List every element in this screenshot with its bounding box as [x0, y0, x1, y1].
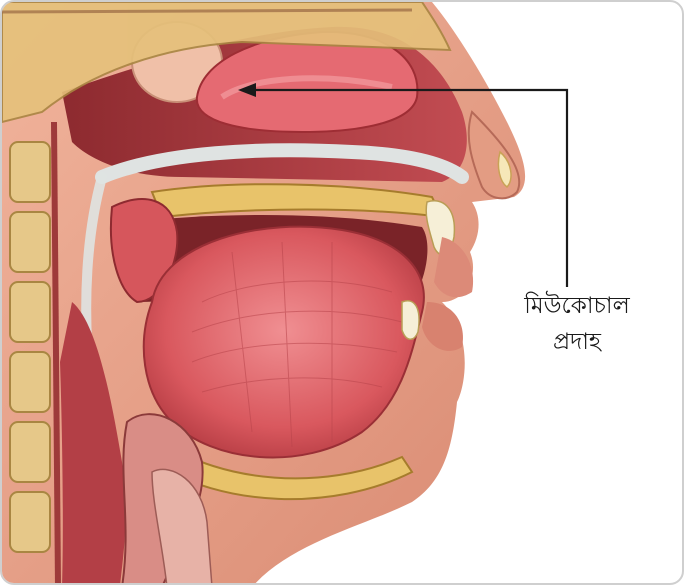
lower-incisor — [402, 301, 419, 340]
spinal-column-edge — [54, 122, 58, 585]
label-line-1: মিউকোচাল — [502, 288, 652, 324]
mucosal-inflammation-label: মিউকোচাল প্রদাহ — [502, 288, 652, 360]
label-line-2: প্রদাহ — [502, 324, 652, 360]
